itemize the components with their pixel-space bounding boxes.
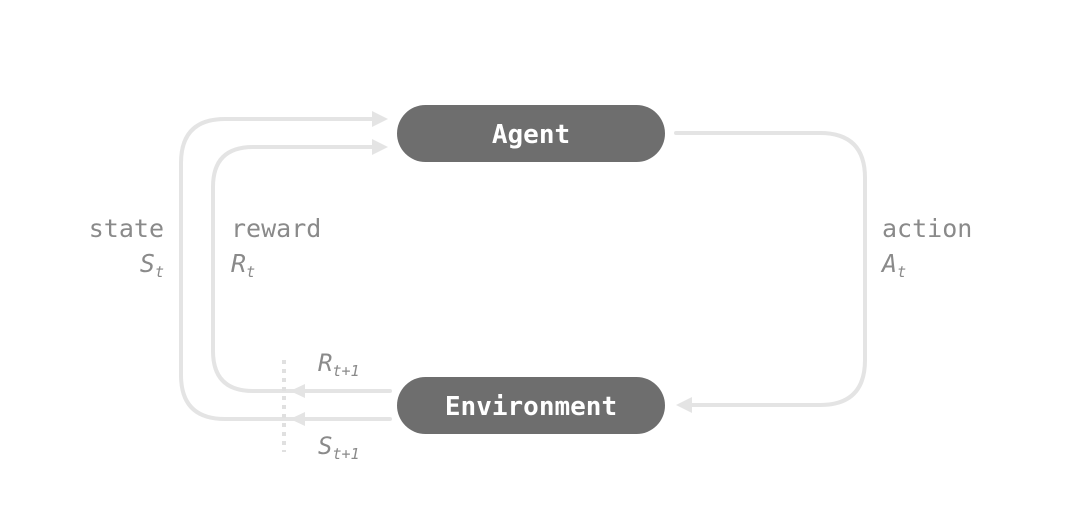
environment-label: Environment bbox=[445, 392, 617, 422]
reward-arrow bbox=[211, 139, 392, 393]
environment-node: Environment bbox=[397, 377, 665, 434]
agent-node: Agent bbox=[397, 105, 665, 162]
action-arrow bbox=[674, 131, 867, 413]
next-reward-arrowhead bbox=[290, 384, 305, 398]
state-symbol: St bbox=[140, 249, 164, 281]
action-symbol: At bbox=[880, 249, 906, 281]
next-reward-symbol: Rt+1 bbox=[318, 349, 360, 380]
next-state-symbol: St+1 bbox=[318, 432, 360, 463]
action-label: action bbox=[882, 214, 972, 243]
state-label: state bbox=[89, 214, 164, 243]
agent-label: Agent bbox=[492, 120, 570, 150]
state-arrow bbox=[179, 111, 392, 421]
reward-symbol: Rt bbox=[231, 249, 255, 281]
next-state-arrowhead bbox=[290, 412, 305, 426]
reward-label: reward bbox=[231, 214, 321, 243]
